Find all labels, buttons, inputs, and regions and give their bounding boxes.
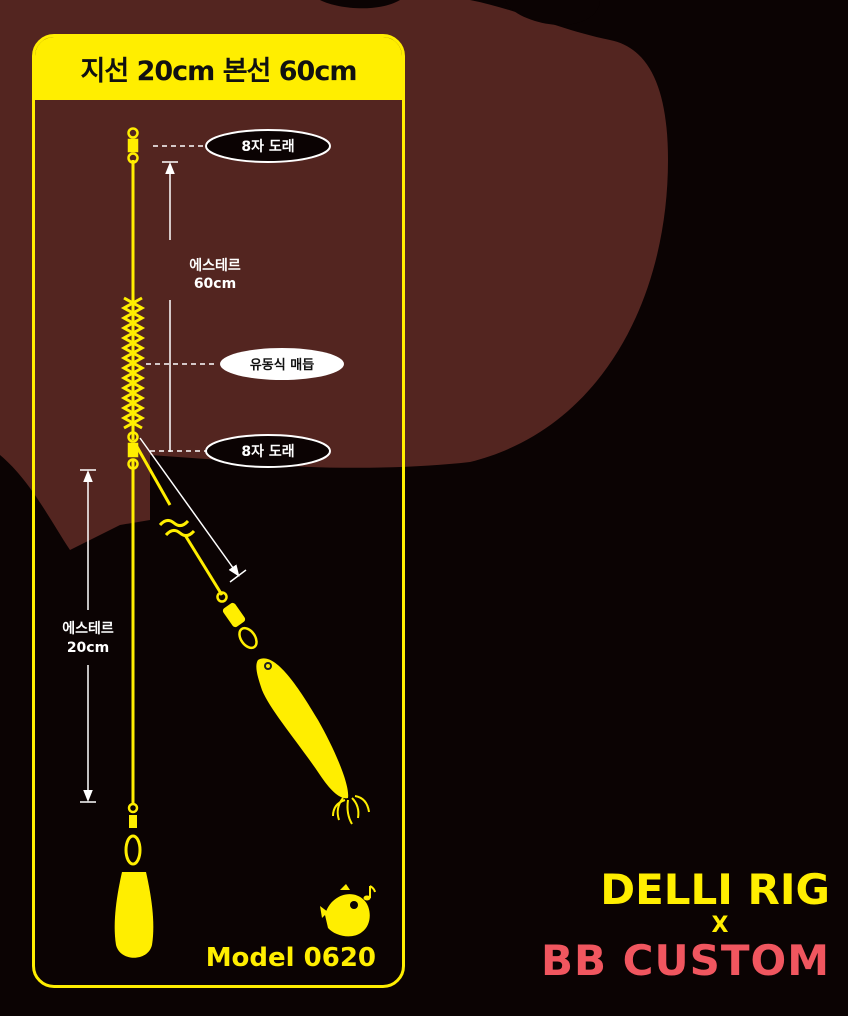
lure-swivel-icon xyxy=(216,591,258,650)
fish-mascot-icon xyxy=(320,884,370,937)
branch-angle-tick xyxy=(229,569,247,583)
bottom-swivel-icon xyxy=(127,431,139,470)
branch-line-name: 에스테르 xyxy=(62,621,114,637)
card-title: 지선 20cm 본선 60cm xyxy=(80,56,358,87)
brand-delli-rig: DELLI RIG xyxy=(600,865,830,914)
branch-line xyxy=(134,444,172,506)
line-break-icon xyxy=(158,518,196,538)
callout-bottom-swivel: 8자 도래 xyxy=(241,444,294,460)
callout-sleeve: 유동식 매듭 xyxy=(250,357,314,373)
model-label: Model 0620 xyxy=(206,943,376,973)
callout-pill-bottom xyxy=(205,434,331,468)
branch-line-length: 20cm xyxy=(67,640,109,656)
card-header: 지선 20cm 본선 60cm xyxy=(35,37,402,100)
callout-pill-sleeve xyxy=(220,348,344,380)
brand-separator: X xyxy=(711,913,729,938)
brown-blob-shape xyxy=(0,0,668,550)
music-note-icon xyxy=(363,885,376,901)
dark-notch xyxy=(320,0,400,9)
callout-top-swivel: 8자 도래 xyxy=(241,139,294,155)
sleeve-knot-icon xyxy=(120,296,146,430)
main-line-length: 60cm xyxy=(194,276,236,292)
rig-card: 지선 20cm 본선 60cm xyxy=(32,34,405,988)
main-line-name: 에스테르 xyxy=(189,258,241,274)
squid-jig-icon xyxy=(256,658,370,825)
branch-angle-arrow xyxy=(139,437,240,577)
brand-block: DELLI RIG X BB CUSTOM xyxy=(530,866,830,984)
sinker-icon xyxy=(114,802,154,958)
callout-pill-top xyxy=(205,129,331,163)
brand-bb-custom: BB CUSTOM xyxy=(541,936,830,985)
dark-notch-right xyxy=(505,0,600,25)
branch-line-lower xyxy=(183,534,224,596)
top-swivel-icon xyxy=(127,127,139,164)
